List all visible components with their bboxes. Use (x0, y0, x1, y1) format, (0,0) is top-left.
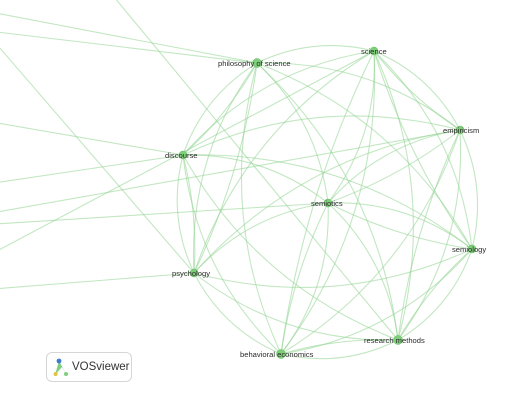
edge-science-offscreen-6 (0, 50, 375, 251)
node-psychology[interactable] (189, 268, 199, 278)
edge-philosophy-psychology (192, 62, 258, 274)
edge-semiotics-behavioral (280, 202, 329, 355)
edge-discourse-psychology (182, 154, 196, 274)
edge-discourse-research (182, 154, 399, 341)
edge-discourse-offscreen-3 (0, 154, 184, 183)
edge-semiotics-research (327, 202, 399, 341)
node-label-semiology[interactable]: semiology (452, 245, 486, 254)
edge-research-offscreen-9 (115, 0, 399, 341)
edge-research-behavioral (280, 339, 399, 360)
edge-science-research (373, 50, 414, 341)
vosviewer-logo-text: VOSviewer (72, 361, 130, 373)
edge-science-psychology (193, 50, 375, 274)
edge-semiotics-semiology (327, 202, 473, 250)
node-label-discourse[interactable]: discourse (165, 151, 198, 160)
edge-layer (0, 0, 479, 360)
edge-science-semiology (373, 50, 473, 250)
node-label-behavioral[interactable]: behavioral economics (240, 350, 314, 359)
edge-empiricism-psychology (193, 129, 461, 274)
edge-semiotics-offscreen-7 (0, 202, 329, 225)
edge-psychology-offscreen-4 (0, 47, 195, 274)
node-label-psychology[interactable]: psychology (172, 269, 210, 278)
vosviewer-logo-icon (53, 358, 68, 376)
edge-psychology-offscreen-5 (0, 272, 195, 289)
node-layer: philosophy of science science empiricism di… (165, 46, 486, 359)
edge-semiotics-semiology (327, 202, 473, 250)
edge-semiotics-psychology (193, 202, 329, 274)
edge-philosophy-discourse (182, 62, 258, 156)
edge-science-behavioral (280, 50, 375, 355)
edge-philosophy-behavioral (240, 62, 282, 355)
node-discourse[interactable] (178, 150, 188, 160)
edge-philosophy-science (256, 45, 375, 64)
edge-empiricism-discourse (182, 115, 461, 156)
edge-discourse-behavioral (182, 154, 282, 355)
node-science[interactable] (369, 46, 379, 56)
edge-empiricism-behavioral (280, 129, 461, 355)
edge-philosophy-offscreen-0 (0, 13, 258, 64)
edge-semiology-research (397, 248, 473, 341)
vosviewer-logo[interactable]: VOSviewer (46, 352, 132, 382)
node-semiology[interactable] (467, 244, 477, 254)
node-label-philosophy[interactable]: philosophy of science (218, 59, 291, 68)
edge-science-semiology (373, 50, 473, 250)
edge-science-discourse (182, 50, 375, 156)
edge-semiology-psychology (193, 248, 473, 288)
edge-empiricism-semiology (459, 129, 479, 250)
node-label-empiricism[interactable]: empiricism (443, 126, 479, 135)
edge-semiology-research (397, 248, 473, 341)
edge-empiricism-semiotics (327, 129, 461, 204)
edge-science-empiricism (373, 50, 461, 131)
node-research[interactable] (393, 335, 403, 345)
edge-research-behavioral (280, 339, 399, 355)
edge-psychology-behavioral (193, 272, 282, 355)
node-empiricism[interactable] (455, 125, 465, 135)
node-philosophy[interactable] (252, 58, 262, 68)
edge-science-behavioral (280, 50, 376, 355)
node-label-science[interactable]: science (361, 47, 387, 56)
node-semiotics[interactable] (323, 198, 333, 208)
node-behavioral[interactable] (276, 349, 286, 359)
edge-philosophy-offscreen-1 (0, 31, 258, 64)
edge-philosophy-semiology (256, 62, 473, 250)
edge-science-empiricism (373, 50, 461, 131)
node-label-research[interactable]: research methods (364, 336, 425, 345)
edge-empiricism-research (397, 129, 461, 341)
edge-empiricism-offscreen-8 (0, 129, 461, 213)
node-label-semiotics[interactable]: semiotics (311, 199, 343, 208)
edge-discourse-psychology (176, 154, 195, 274)
edge-empiricism-research (397, 129, 462, 341)
edge-philosophy-discourse (182, 62, 258, 156)
edge-discourse-semiology (182, 154, 473, 250)
edge-discourse-semiotics (182, 154, 329, 204)
edge-semiotics-behavioral (280, 202, 329, 355)
edge-discourse-offscreen-2 (0, 122, 184, 156)
edge-philosophy-research (256, 62, 399, 341)
edge-semiology-behavioral (280, 248, 473, 355)
